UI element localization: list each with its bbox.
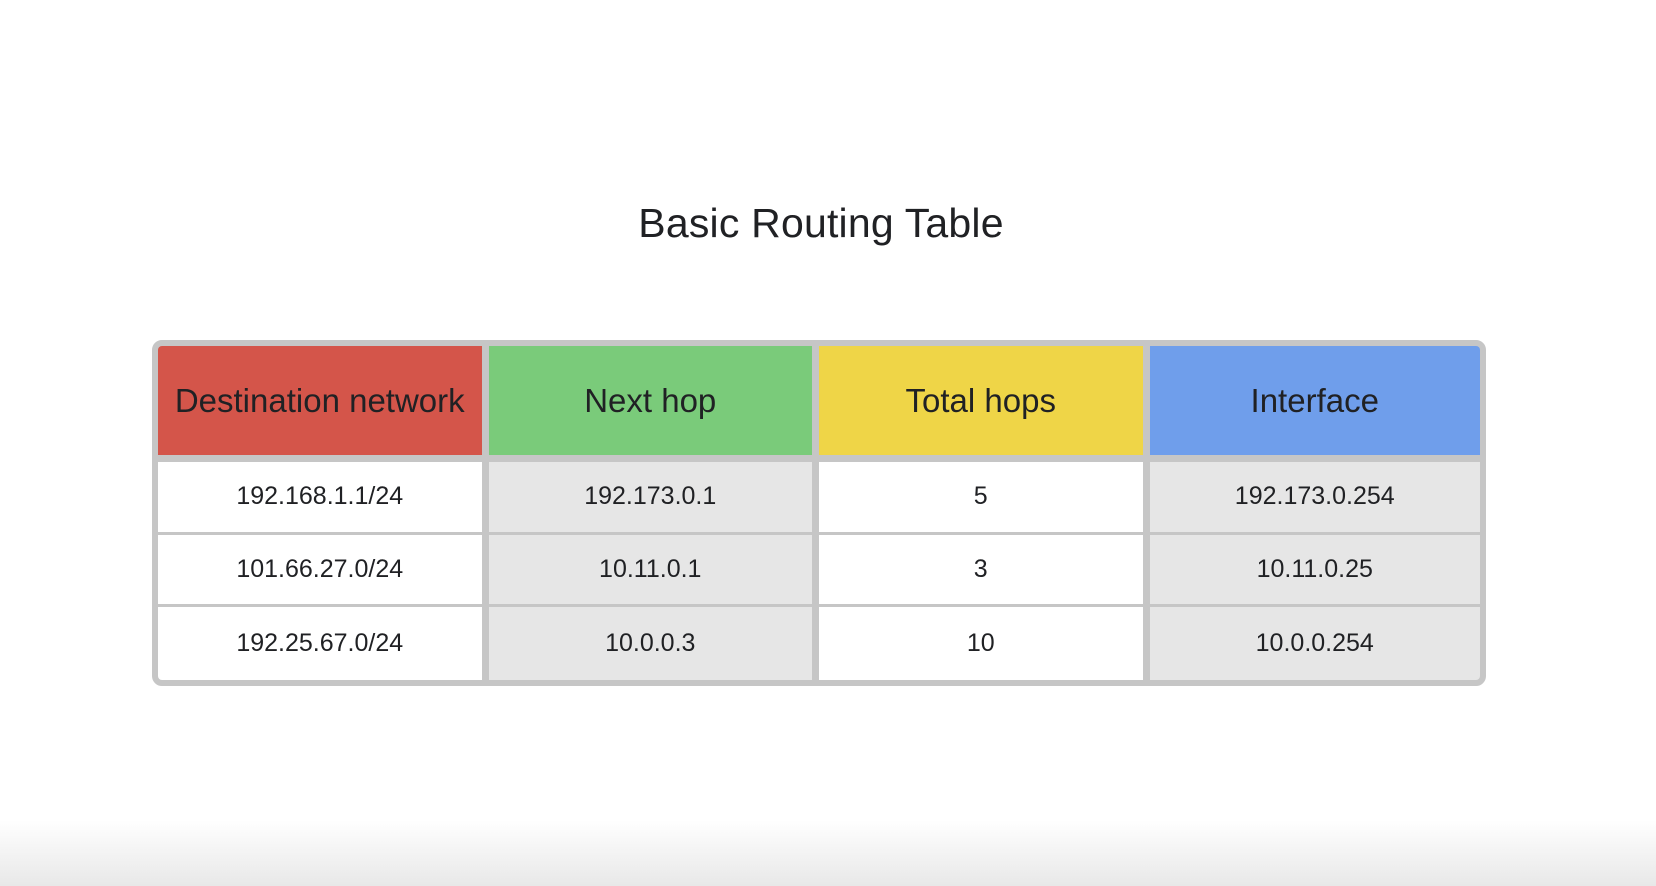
cell-interface: 10.11.0.25	[1149, 534, 1480, 608]
cell-next-hop: 10.0.0.3	[488, 607, 819, 680]
cell-total-hops: 5	[819, 462, 1150, 535]
table-row: 192.25.67.0/24 10.0.0.3 10 10.0.0.254	[158, 607, 1480, 680]
header-next-hop: Next hop	[488, 346, 819, 462]
header-interface: Interface	[1149, 346, 1480, 462]
slide-title: Basic Routing Table	[638, 200, 1004, 246]
cell-total-hops: 3	[819, 534, 1150, 608]
cell-interface: 192.173.0.254	[1149, 462, 1480, 535]
cell-next-hop: 192.173.0.1	[488, 462, 819, 535]
cell-destination-network: 192.168.1.1/24	[158, 462, 489, 535]
cell-destination-network: 192.25.67.0/24	[158, 607, 489, 680]
table-header-row: Destination network Next hop Total hops …	[158, 346, 1480, 462]
table-row: 101.66.27.0/24 10.11.0.1 3 10.11.0.25	[158, 534, 1480, 608]
routing-table: Destination network Next hop Total hops …	[158, 346, 1480, 680]
header-destination-network: Destination network	[158, 346, 489, 462]
table-row: 192.168.1.1/24 192.173.0.1 5 192.173.0.2…	[158, 462, 1480, 535]
cell-total-hops: 10	[819, 607, 1150, 680]
routing-table-frame: Destination network Next hop Total hops …	[152, 340, 1486, 686]
cell-next-hop: 10.11.0.1	[488, 534, 819, 608]
cell-destination-network: 101.66.27.0/24	[158, 534, 489, 608]
header-total-hops: Total hops	[819, 346, 1150, 462]
cell-interface: 10.0.0.254	[1149, 607, 1480, 680]
